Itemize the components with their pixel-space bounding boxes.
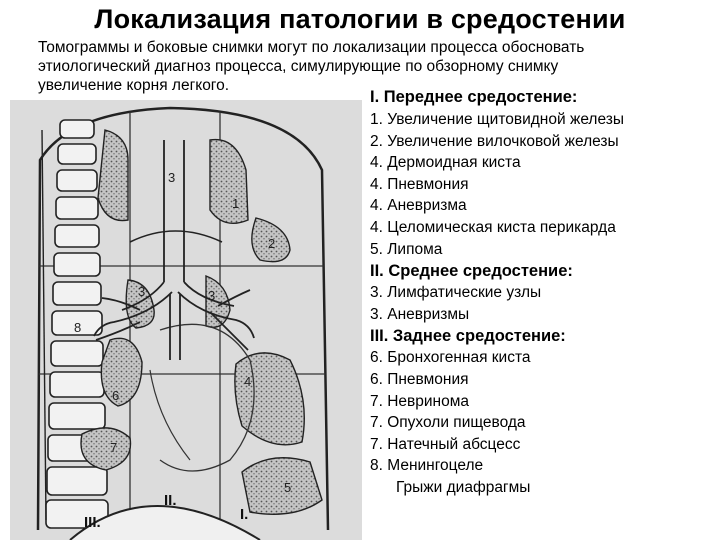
section-heading: II. Среднее средостение: bbox=[370, 262, 573, 281]
region-number: 3 bbox=[208, 288, 215, 303]
region-number: 3 bbox=[138, 284, 145, 299]
section-middle: II. Среднее средостение: 3. Лимфатически… bbox=[370, 260, 715, 325]
region-label-posterior: III. bbox=[84, 514, 101, 531]
mediastinum-diagram: 3 1 2 3 3 4 6 7 8 5 III. II. I. bbox=[10, 100, 362, 540]
region-label-anterior: I. bbox=[240, 506, 249, 523]
list-item: 5. Липома bbox=[370, 240, 443, 258]
pathology-regions bbox=[80, 129, 323, 515]
list-item: 2. Увеличение вилочковой железы bbox=[370, 132, 619, 150]
page-title: Локализация патологии в средостении bbox=[94, 4, 626, 34]
list-item: 7. Опухоли пищевода bbox=[370, 414, 526, 432]
list-item: 4. Аневризма bbox=[370, 197, 467, 215]
list-item: Грыжи диафрагмы bbox=[396, 478, 531, 496]
list-item: 4. Пневмония bbox=[370, 175, 469, 193]
mediastinum-diagram-svg: 3 1 2 3 3 4 6 7 8 5 bbox=[36, 106, 330, 540]
intro-line: увеличение корня легкого. bbox=[38, 77, 230, 94]
region-number: 1 bbox=[232, 196, 239, 211]
spine-vertebrae bbox=[45, 119, 109, 529]
list-item: 3. Лимфатические узлы bbox=[370, 284, 542, 302]
section-posterior: III. Заднее средостение: 6. Бронхогенная… bbox=[370, 325, 715, 498]
region-number: 6 bbox=[112, 388, 119, 403]
list-item: 4. Целомическая киста перикарда bbox=[370, 218, 616, 236]
region-number: 3 bbox=[168, 170, 175, 185]
region-number: 2 bbox=[268, 236, 275, 251]
list-item: 4. Дермоидная киста bbox=[370, 154, 521, 172]
list-item: 7. Натечный абсцесс bbox=[370, 435, 521, 453]
region-number: 5 bbox=[284, 480, 291, 495]
trachea-bronchi bbox=[93, 140, 255, 360]
list-item: 3. Аневризмы bbox=[370, 305, 470, 323]
region-number: 4 bbox=[244, 374, 251, 389]
region-label-middle: II. bbox=[164, 492, 177, 509]
list-item: 6. Бронхогенная киста bbox=[370, 349, 531, 367]
region-number: 7 bbox=[110, 440, 117, 455]
region-number: 8 bbox=[74, 320, 81, 335]
intro-line: этиологический диагноз процесса, симулир… bbox=[38, 58, 559, 75]
list-item: 6. Пневмония bbox=[370, 370, 469, 388]
section-anterior: I. Переднее средостение: 1. Увеличение щ… bbox=[370, 86, 715, 260]
intro-line: Томограммы и боковые снимки могут по лок… bbox=[38, 39, 585, 56]
mediastinum-sections: I. Переднее средостение: 1. Увеличение щ… bbox=[370, 86, 715, 499]
intro-text: Томограммы и боковые снимки могут по лок… bbox=[38, 38, 698, 95]
section-heading: III. Заднее средостение: bbox=[370, 327, 566, 346]
section-heading: I. Переднее средостение: bbox=[370, 88, 578, 106]
list-item: 1. Увеличение щитовидной железы bbox=[370, 111, 625, 128]
list-item: 7. Невринома bbox=[370, 392, 470, 410]
list-item: 8. Менингоцеле bbox=[370, 457, 484, 475]
